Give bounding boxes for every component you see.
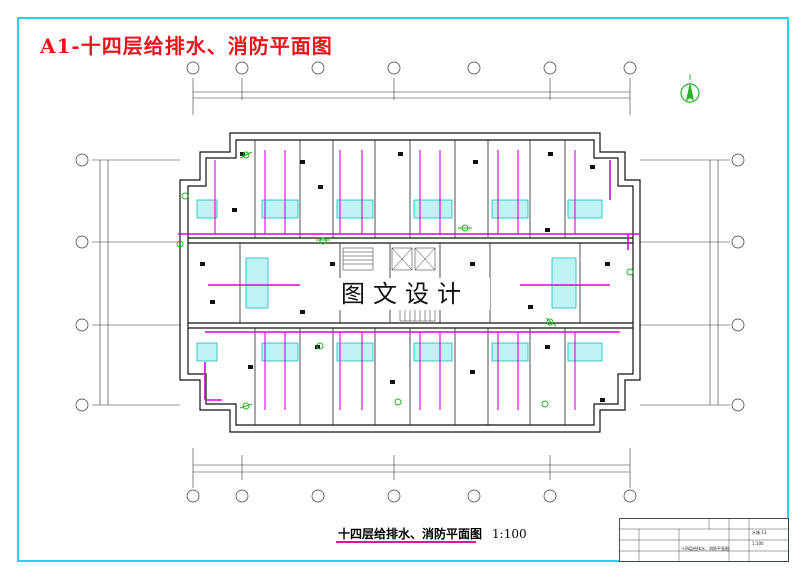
titleblock-drawing-no: 水施-13 xyxy=(752,530,767,535)
titleblock-scale: 1:100 xyxy=(752,541,764,546)
drawing-caption: 十四层给排水、消防平面图 1:100 xyxy=(338,525,527,542)
watermark: 图文设计 xyxy=(320,278,490,310)
sanitary-fixtures xyxy=(196,199,603,362)
drawing-frame xyxy=(17,17,789,562)
side-dimension-lines xyxy=(92,159,730,406)
room-partitions xyxy=(239,140,581,425)
sheet-title: A1-十四层给排水、消防平面图 xyxy=(40,34,333,58)
stairs xyxy=(342,247,436,322)
branch-pipes xyxy=(214,150,576,410)
riser-markers xyxy=(200,152,610,402)
water-pipes xyxy=(178,160,640,401)
north-arrow-icon xyxy=(680,74,700,103)
building-walls xyxy=(179,132,641,433)
caption-underline xyxy=(336,541,476,543)
bottom-dimension-lines xyxy=(192,448,631,488)
caption-scale: 1:100 xyxy=(492,527,527,541)
caption-title: 十四层给排水、消防平面图 xyxy=(338,527,483,541)
axis-bubbles xyxy=(75,61,745,503)
titleblock-drawing-name: 十四层给排水、消防平面图 xyxy=(681,546,729,551)
fire-hydrants xyxy=(176,151,634,410)
top-dimension-lines xyxy=(192,78,631,115)
title-block xyxy=(619,518,789,562)
